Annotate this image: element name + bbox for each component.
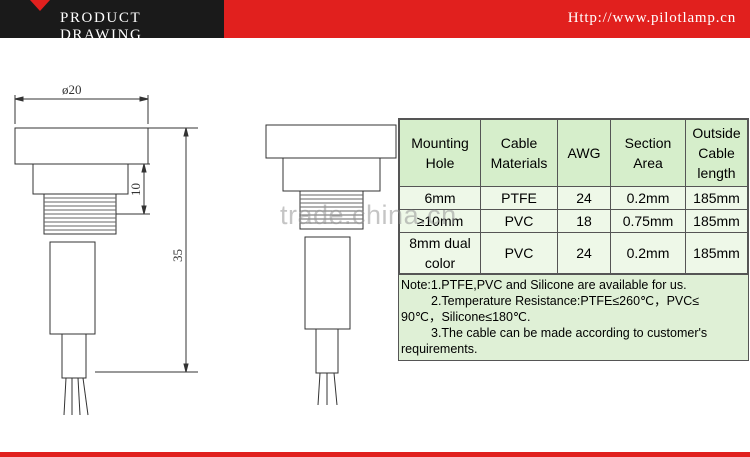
header-bar: PRODUCT DRAWING Http://www.pilotlamp.cn [0,0,750,43]
dim35-arrow-top [183,127,189,137]
cell-awg: 24 [557,232,611,274]
left-cable-sleeve [61,333,87,379]
left-nut [32,163,129,195]
col-header-awg: AWG [557,119,611,187]
table-row: 6mm PTFE 24 0.2mm 185mm [399,186,748,210]
right-thread-lines [300,194,363,224]
left-wire-3 [77,377,81,416]
note-line-3a: 3.The cable can be made according to cus… [431,326,708,340]
cell-cable-length: 185mm [685,209,748,233]
right-wire-3 [333,372,338,406]
cell-cable-length: 185mm [685,186,748,210]
cell-section-area: 0.2mm [610,232,686,274]
cell-mounting-hole: 6mm [399,186,481,210]
cell-section-area: 0.2mm [610,186,686,210]
dim35-arrow-bottom [183,363,189,373]
spec-table: Mounting Hole Cable Materials AWG Sectio… [399,119,748,274]
cell-mounting-hole: 8mm dual color [399,232,481,274]
product-drawing: ø20 10 35 [14,82,397,416]
left-wire-1 [63,377,67,416]
col-header-cable-materials: Cable Materials [480,119,558,187]
table-row: ≥10mm PVC 18 0.75mm 185mm [399,209,748,233]
cell-cable-material: PVC [480,209,558,233]
note-line-1: Note:1.PTFE,PVC and Silicone are availab… [401,278,687,292]
right-wire-1 [317,372,321,406]
note-line-2a: 2.Temperature Resistance:PTFE≤260℃，PVC≤ [431,294,700,308]
page-title: PRODUCT DRAWING [60,10,143,43]
col-header-outside-cable-length: Outside Cable length [685,119,748,187]
col-header-section-area: Section Area [610,119,686,187]
footer-line [0,452,750,457]
cell-awg: 24 [557,186,611,210]
dim-arrow-left [14,96,24,102]
cell-awg: 18 [557,209,611,233]
notes: Note:1.PTFE,PVC and Silicone are availab… [399,274,748,360]
left-head [14,127,149,165]
spec-panel: Mounting Hole Cable Materials AWG Sectio… [398,118,749,361]
header-notch [30,0,50,11]
diameter-label: ø20 [62,82,82,97]
cell-cable-material: PVC [480,232,558,274]
right-nut [282,157,381,192]
dim-35-label: 35 [170,249,185,262]
dim-10-label: 10 [128,183,143,196]
cell-cable-length: 185mm [685,232,748,274]
right-cable-sleeve [315,328,339,374]
note-line-3b: requirements. [401,342,478,356]
right-head [265,124,397,159]
right-body [304,236,351,330]
col-header-mounting-hole: Mounting Hole [399,119,481,187]
right-thread [299,190,364,230]
dim10-arrow-bottom [141,205,147,215]
note-line-2b: 90℃，Silicone≤180℃. [401,310,531,324]
header-title-block: PRODUCT DRAWING [0,0,224,43]
table-row: 8mm dual color PVC 24 0.2mm 185mm [399,232,748,274]
left-wire-4 [82,377,89,416]
watermark: trade.china.cn [280,200,457,230]
cell-section-area: 0.75mm [610,209,686,233]
website-url[interactable]: Http://www.pilotlamp.cn [567,10,736,26]
dim-arrow-right [139,96,149,102]
spec-header-row: Mounting Hole Cable Materials AWG Sectio… [399,119,748,187]
left-thread-lines [44,197,116,231]
left-body [49,241,96,335]
dim10-arrow-top [141,163,147,173]
cell-cable-material: PTFE [480,186,558,210]
